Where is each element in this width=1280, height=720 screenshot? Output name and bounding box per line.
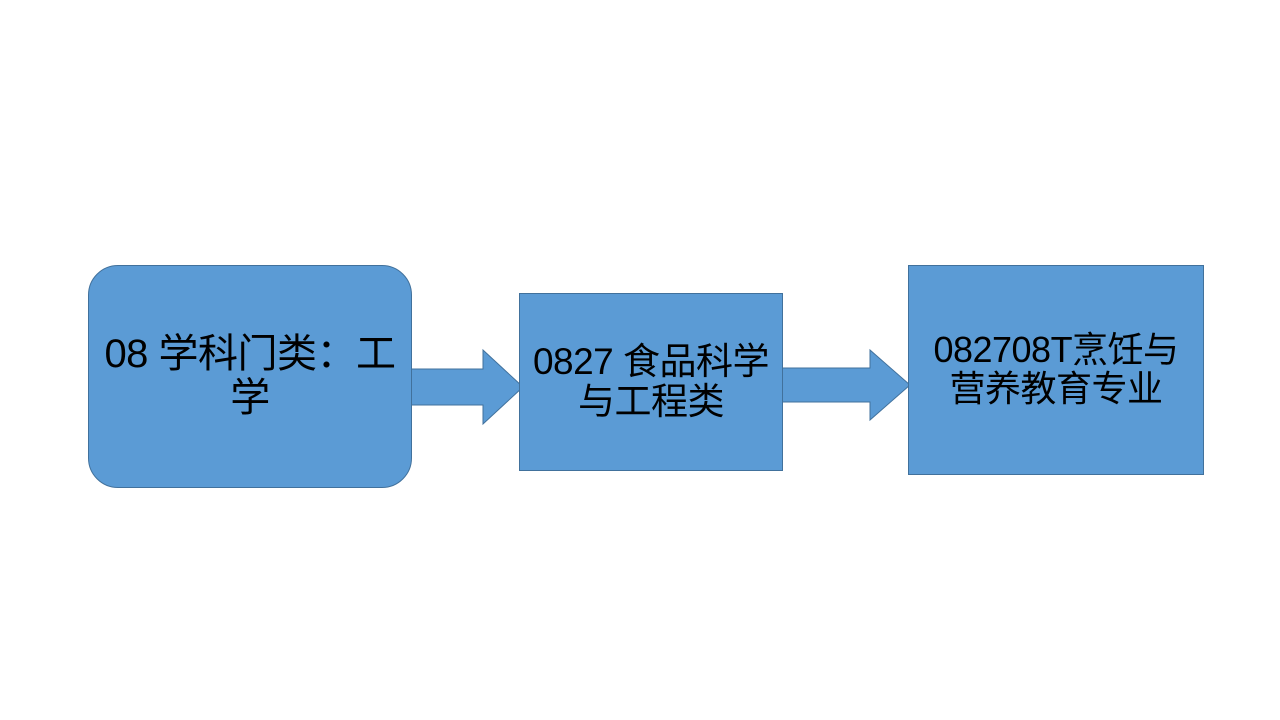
flowchart-node-discipline[interactable]: 08 学科门类：工学 <box>88 265 412 488</box>
flowchart-node-major-label: 082708T烹饪与营养教育专业 <box>933 329 1179 409</box>
flowchart-node-major[interactable]: 082708T烹饪与营养教育专业 <box>908 265 1204 475</box>
flowchart-arrow-category-to-major[interactable] <box>781 348 911 422</box>
flowchart-node-category-label: 0827 食品科学与工程类 <box>532 341 770 422</box>
flowchart-node-category[interactable]: 0827 食品科学与工程类 <box>519 293 783 471</box>
flowchart-node-discipline-label: 08 学科门类：工学 <box>104 332 396 420</box>
flowchart-arrow-discipline-to-category[interactable] <box>404 348 524 426</box>
